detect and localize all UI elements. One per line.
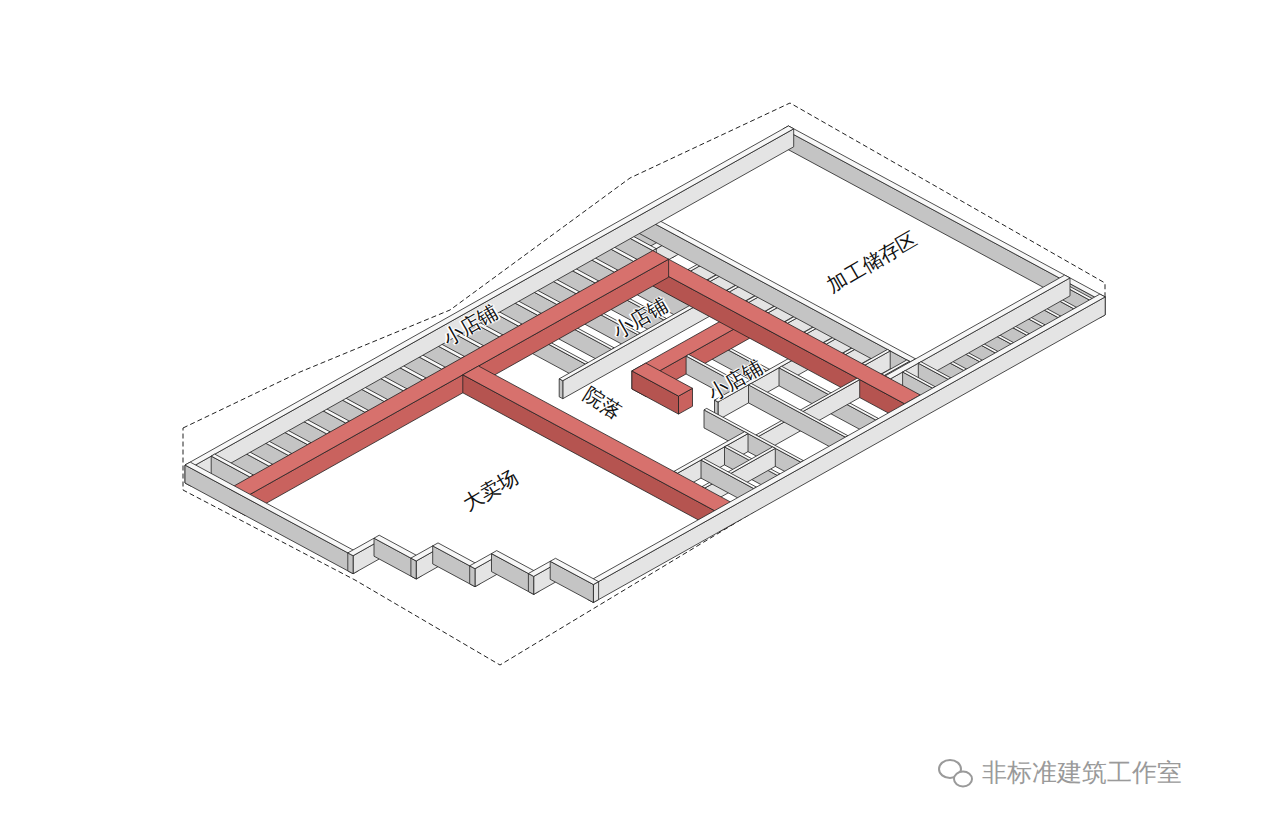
wall-top bbox=[701, 459, 756, 489]
wall-side bbox=[528, 574, 533, 595]
wall-side bbox=[245, 259, 669, 515]
area-label: 大卖场 bbox=[459, 465, 522, 514]
wall-top bbox=[918, 362, 951, 380]
wall-top bbox=[783, 126, 1105, 300]
site-boundary bbox=[183, 103, 1105, 665]
wall-top bbox=[862, 349, 890, 365]
wall-side bbox=[593, 582, 598, 603]
wall-side bbox=[463, 375, 720, 532]
wall-top bbox=[211, 454, 253, 477]
wall-side bbox=[559, 379, 563, 399]
bubble bbox=[954, 772, 972, 787]
wechat-icon bbox=[939, 760, 972, 787]
wall-top bbox=[749, 383, 848, 437]
wall-side bbox=[190, 129, 793, 486]
area-label: 加工储存区 bbox=[823, 227, 921, 296]
wall-top bbox=[550, 558, 598, 584]
walls bbox=[185, 126, 1105, 603]
wall-top bbox=[588, 294, 1105, 584]
watermark: 非标准建筑工作室 bbox=[982, 759, 1182, 787]
wall-top bbox=[632, 363, 693, 396]
wall-side bbox=[470, 566, 475, 587]
wall-top bbox=[185, 126, 794, 468]
area-label: 院落 bbox=[580, 383, 626, 423]
wall-top bbox=[903, 371, 936, 389]
wall-side bbox=[593, 297, 1105, 603]
wall-side bbox=[185, 465, 353, 574]
wall-side bbox=[348, 553, 353, 574]
wall-side bbox=[411, 558, 416, 579]
wall-top bbox=[185, 462, 358, 556]
